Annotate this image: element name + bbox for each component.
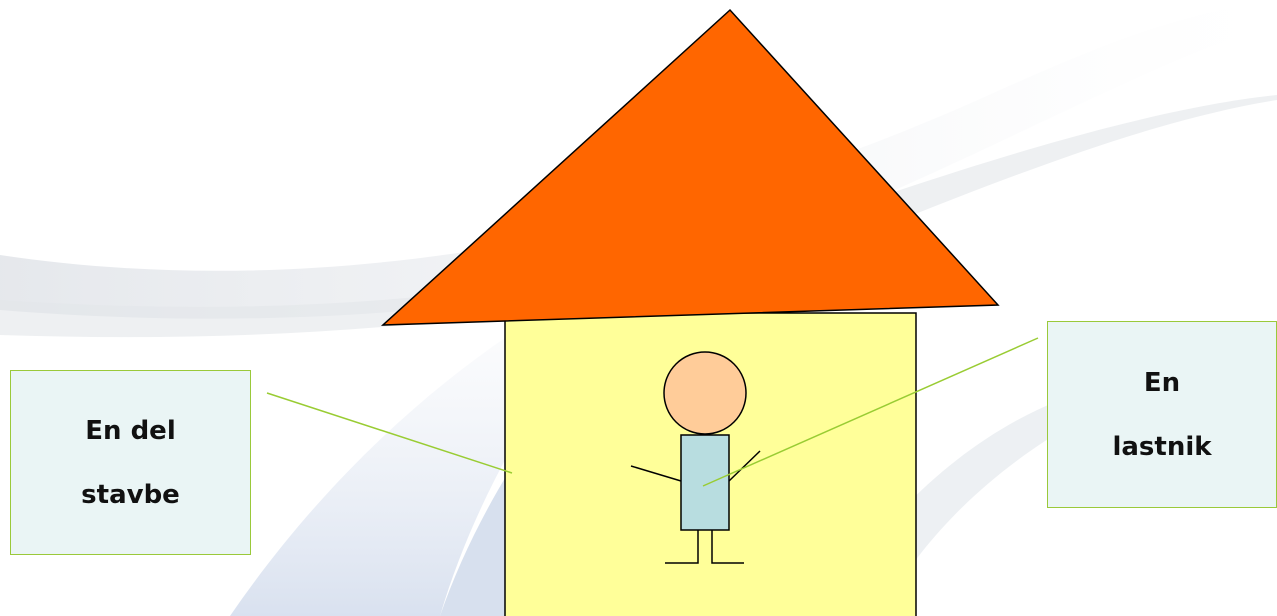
callout-part-of-building: En del stavbe	[10, 370, 251, 555]
callout-right-line2: lastnik	[1112, 415, 1211, 479]
callout-owner: En lastnik	[1047, 321, 1277, 508]
callout-right-line1: En	[1144, 351, 1180, 415]
person-head	[664, 352, 746, 434]
person-body	[681, 435, 729, 530]
callout-left-line1: En del	[85, 399, 175, 463]
callout-left-line2: stavbe	[81, 463, 180, 527]
